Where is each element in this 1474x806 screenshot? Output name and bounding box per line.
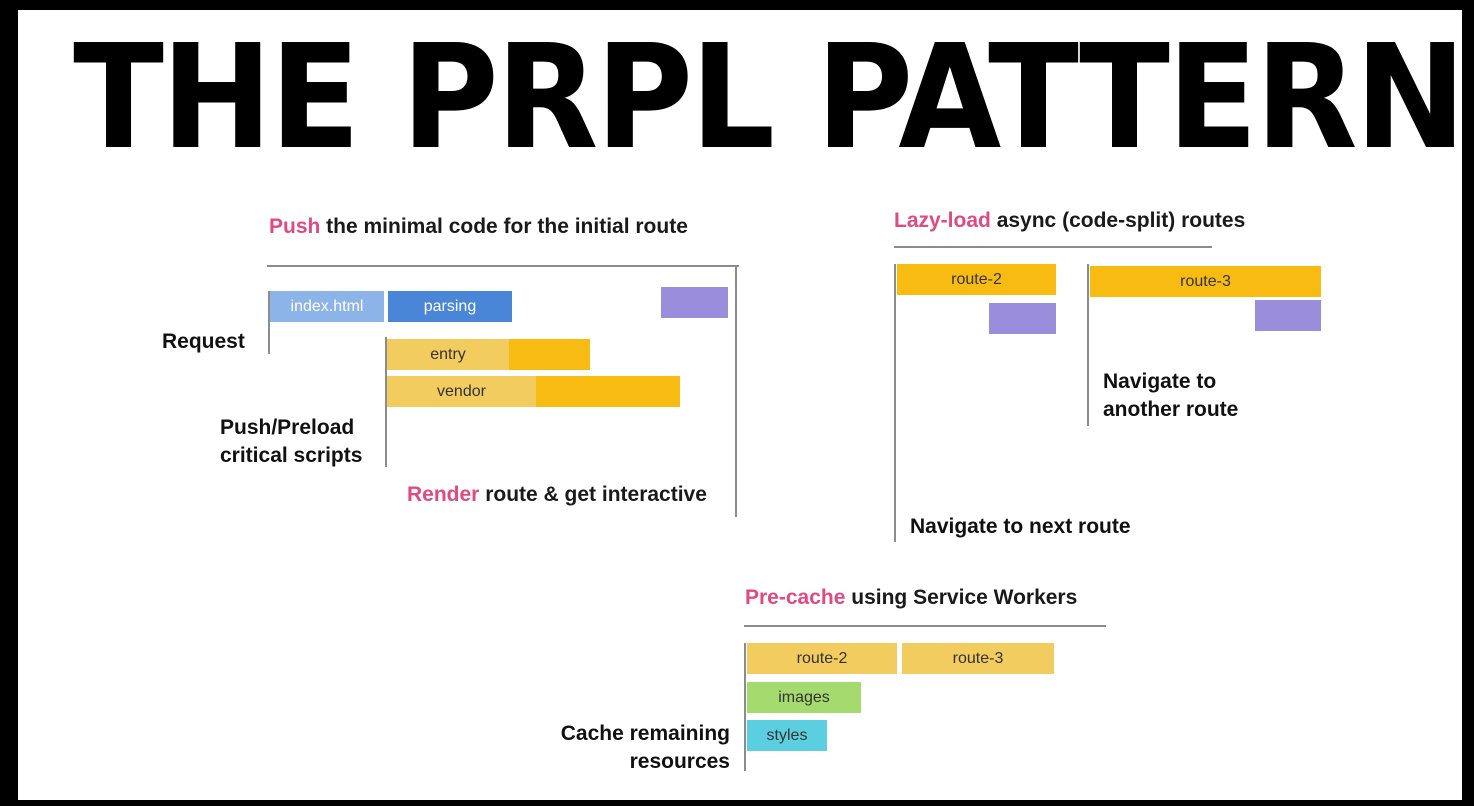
- bar-precache-route3: route-3: [902, 643, 1054, 674]
- bar-render-purple: [661, 287, 728, 318]
- push-heading: Push the minimal code for the initial ro…: [269, 215, 688, 239]
- lazy-route3-axis: [1087, 264, 1089, 426]
- page-title: THE PRPL PATTERN: [73, 13, 1462, 181]
- precache-top-rule: [744, 625, 1106, 627]
- lazy-heading-accent: Lazy-load: [894, 209, 991, 232]
- label-navigate-next: Navigate to next route: [910, 515, 1131, 538]
- precache-heading: Pre-cache using Service Workers: [745, 586, 1077, 610]
- bar-precache-styles: styles: [747, 720, 827, 751]
- bar-lazy-route3: route-3: [1090, 266, 1321, 297]
- precache-heading-rest: using Service Workers: [845, 586, 1078, 609]
- lazy-heading: Lazy-load async (code-split) routes: [894, 209, 1245, 233]
- precache-heading-accent: Pre-cache: [745, 586, 846, 609]
- bar-lazy-route2-purple: [989, 303, 1056, 334]
- lazy-top-rule: [894, 246, 1212, 248]
- bar-precache-route2: route-2: [747, 643, 897, 674]
- bar-entry: entry: [387, 339, 590, 370]
- bar-precache-images: images: [747, 682, 861, 713]
- push-heading-accent: Push: [269, 215, 321, 238]
- bar-vendor: vendor: [387, 376, 680, 407]
- bar-lazy-route3-purple: [1255, 300, 1321, 331]
- bar-parsing: parsing: [388, 291, 512, 322]
- render-label-accent: Render: [407, 483, 480, 506]
- push-preload-axis: [385, 337, 387, 467]
- bar-vendor-light: vendor: [387, 376, 536, 407]
- lazy-route2-axis: [894, 264, 896, 542]
- push-heading-rest: the minimal code for the initial route: [320, 215, 688, 238]
- label-cache-remaining: Cache remaining resources: [560, 722, 730, 773]
- label-request: Request: [162, 330, 245, 353]
- precache-axis: [744, 643, 746, 771]
- push-right-rule: [735, 265, 737, 517]
- render-label-rest: route & get interactive: [479, 483, 707, 506]
- push-request-axis: [268, 291, 270, 354]
- bar-entry-light: entry: [387, 339, 509, 370]
- label-push-preload: Push/Preload critical scripts: [220, 416, 363, 467]
- bar-lazy-route2: route-2: [897, 264, 1056, 295]
- slide: THE PRPL PATTERN Push the minimal code f…: [18, 10, 1462, 800]
- label-navigate-another: Navigate to another route: [1103, 370, 1239, 421]
- lazy-heading-rest: async (code-split) routes: [990, 209, 1246, 232]
- bar-index-html: index.html: [270, 291, 384, 322]
- push-top-rule: [267, 265, 739, 267]
- render-label: Render route & get interactive: [407, 483, 707, 507]
